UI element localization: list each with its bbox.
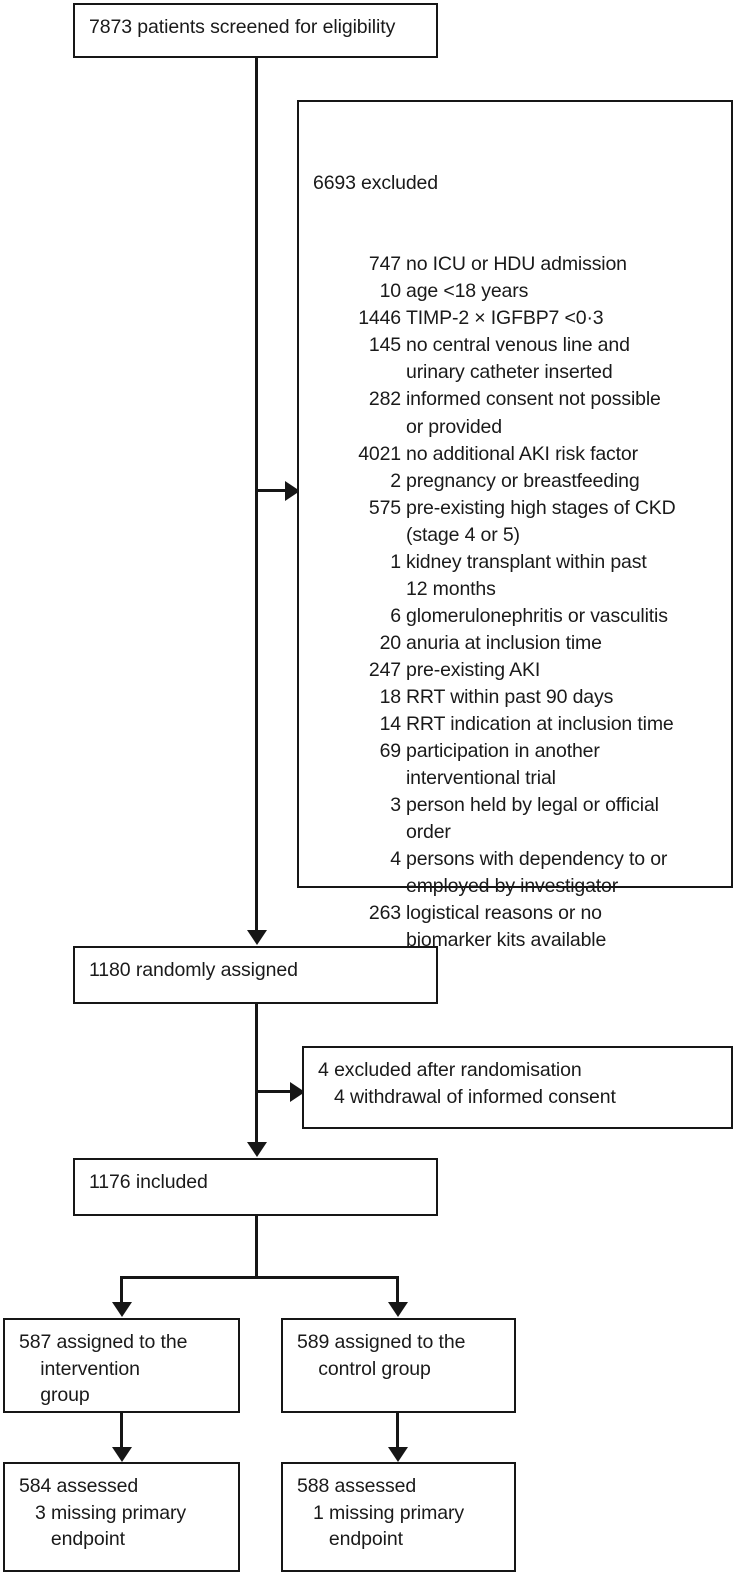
node-intervention-assessed-label: 584 assessed 3 missing primary endpoint	[19, 1475, 187, 1551]
node-randomly-assigned: 1180 randomly assigned	[73, 946, 438, 1004]
connector-control-assigned-to-assessed	[396, 1413, 399, 1449]
excluded-reason-count: 4	[390, 848, 401, 871]
excluded-reason-text: persons with dependency to or employed b…	[406, 848, 668, 898]
arrow-into-post-exclusion	[290, 1081, 305, 1102]
excluded-reason-count: 10	[379, 280, 402, 303]
excluded-reason-text: no additional AKI risk factor	[406, 442, 638, 465]
excluded-reason-text: RRT indication at inclusion time	[406, 713, 674, 736]
node-intervention-assigned-label: 587 assigned to the intervention group	[19, 1331, 188, 1407]
excluded-reason-text: participation in another interventional …	[406, 740, 600, 790]
connector-included-stem	[255, 1216, 258, 1278]
arrow-into-included	[246, 1142, 267, 1157]
node-intervention-assigned: 587 assigned to the intervention group	[3, 1318, 240, 1413]
excluded-reason-count: 6	[390, 604, 401, 627]
excluded-reason-text: logistical reasons or no biomarker kits …	[406, 902, 607, 952]
excluded-reason-count: 20	[379, 631, 402, 654]
excluded-reason-text: pregnancy or breastfeeding	[406, 469, 640, 492]
connector-intervention-assigned-to-assessed	[120, 1413, 123, 1449]
excluded-reason-text: anuria at inclusion time	[406, 631, 602, 654]
excluded-reason-text: person held by legal or official order	[406, 794, 659, 844]
connector-screened-to-randomised	[255, 58, 258, 932]
connector-to-control-arm	[396, 1276, 399, 1304]
excluded-reason-count: 282	[368, 388, 401, 411]
node-included-label: 1176 included	[89, 1171, 208, 1193]
excluded-reason-text: TIMP-2 × IGFBP7 <0·3	[406, 307, 604, 330]
node-post-randomisation-excluded-label: 4 excluded after randomisation 4 withdra…	[318, 1059, 616, 1108]
excluded-reason-text: no ICU or HDU admission	[406, 253, 627, 276]
node-intervention-assessed: 584 assessed 3 missing primary endpoint	[3, 1462, 240, 1572]
node-control-assessed: 588 assessed 1 missing primary endpoint	[281, 1462, 516, 1572]
node-screened-label: 7873 patients screened for eligibility	[89, 16, 396, 38]
node-control-assigned: 589 assigned to the control group	[281, 1318, 516, 1413]
excluded-reason-count: 575	[368, 496, 401, 519]
connector-randomised-to-post-exclusion	[258, 1090, 293, 1093]
excluded-reason-count: 18	[379, 685, 402, 708]
connector-to-intervention-arm	[120, 1276, 123, 1304]
excluded-reason-count: 1446	[358, 307, 401, 330]
excluded-reason-count: 3	[390, 794, 401, 817]
excluded-reason-text: pre-existing high stages of CKD (stage 4…	[406, 496, 676, 546]
arrow-into-control-assessed	[387, 1447, 408, 1462]
connector-screened-to-excluded	[258, 489, 288, 492]
arrow-into-intervention-assessed	[111, 1447, 132, 1462]
excluded-reason-count: 14	[379, 713, 402, 736]
node-control-assigned-label: 589 assigned to the control group	[297, 1331, 466, 1380]
excluded-reason-count: 747	[368, 253, 401, 276]
excluded-reason-text: RRT within past 90 days	[406, 685, 614, 708]
node-post-randomisation-excluded: 4 excluded after randomisation 4 withdra…	[302, 1046, 733, 1129]
excluded-heading: 6693 excluded	[313, 172, 438, 195]
excluded-reason-count: 145	[368, 334, 401, 357]
arrow-into-randomised	[246, 930, 267, 945]
node-included: 1176 included	[73, 1158, 438, 1216]
excluded-reason-text: glomerulonephritis or vasculitis	[406, 604, 668, 627]
excluded-reason-text: kidney transplant within past 12 months	[406, 550, 647, 600]
excluded-reason-count: 263	[368, 902, 401, 925]
connector-arms-split	[120, 1276, 398, 1279]
excluded-reason-count: 4021	[358, 442, 401, 465]
node-control-assessed-label: 588 assessed 1 missing primary endpoint	[297, 1475, 465, 1551]
excluded-reason-count: 247	[368, 658, 401, 681]
excluded-reason-text: no central venous line and urinary cathe…	[406, 334, 630, 384]
connector-randomised-to-included	[255, 1004, 258, 1144]
arrow-into-control-assigned	[387, 1302, 408, 1317]
excluded-reason-text: age <18 years	[406, 280, 529, 303]
arrow-into-intervention-assigned	[111, 1302, 132, 1317]
excluded-reason-text: informed consent not possible or provide…	[406, 388, 661, 438]
excluded-reason-count: 2	[390, 469, 401, 492]
node-screened: 7873 patients screened for eligibility	[73, 3, 438, 58]
excluded-reason-count: 1	[390, 550, 401, 573]
excluded-reason-count: 69	[379, 740, 402, 763]
node-randomly-assigned-label: 1180 randomly assigned	[89, 959, 298, 981]
arrow-into-excluded	[285, 480, 300, 501]
excluded-reason-text: pre-existing AKI	[406, 658, 541, 681]
